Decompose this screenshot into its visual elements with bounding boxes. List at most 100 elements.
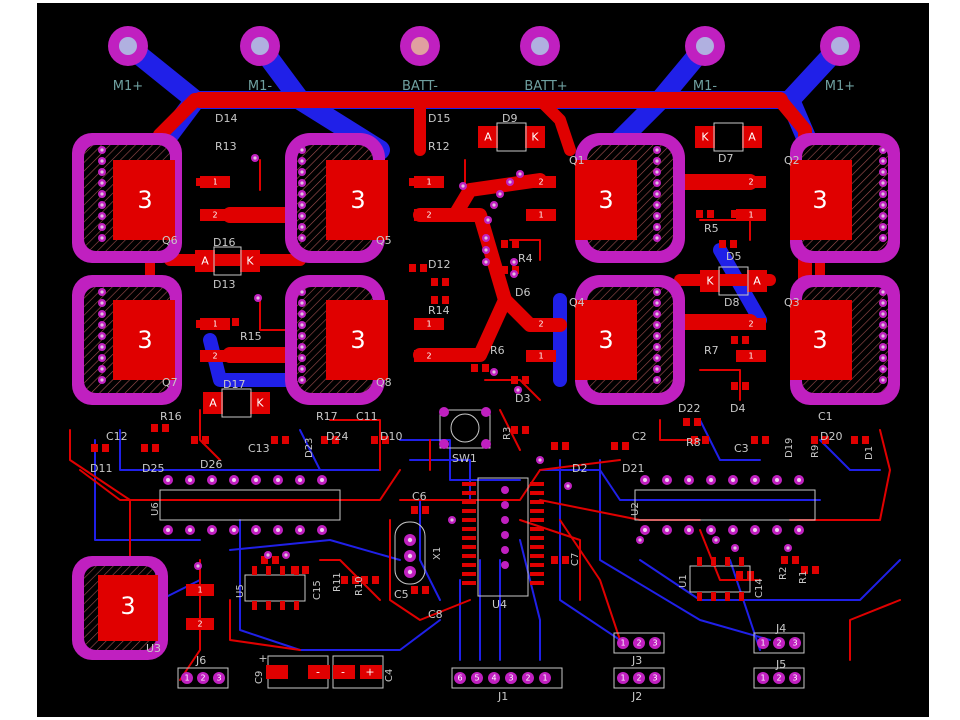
mosfet-via-hole [881,290,885,294]
smd-pad [332,436,339,444]
q5-pin2: 2 [426,211,431,220]
smd-pad [442,296,449,304]
header-pin-number: 1 [760,674,765,683]
via-hole [266,553,270,557]
smd-pad [420,264,427,272]
header-pin [488,672,500,684]
ic-outlines: 3 1 2 - - + + [72,409,816,689]
header-pin [454,672,466,684]
header-pin-number: 6 [457,674,462,683]
mosfet-via-hole [100,367,104,371]
mosfet-via-hole [881,236,885,240]
smd-pad [512,266,519,274]
q7-pad-label: 3 [137,326,152,354]
label-d10: D10 [380,430,402,443]
ic-pin-hole [276,528,280,532]
mosfet-footprints [72,133,900,405]
label-c11: C11 [356,410,378,423]
u1-pad [697,557,702,566]
smd-pad [736,571,743,579]
label-q4: Q4 [569,296,585,309]
header-pin [757,637,769,649]
smd-pad [522,426,529,434]
via-hole [492,370,496,374]
label-r12: R12 [428,140,450,153]
mosfet-via-hole [300,192,304,196]
via-hole [461,184,465,188]
mosfet-via-hole [881,170,885,174]
label-r16: R16 [160,410,182,423]
ic-pin-hole [320,478,324,482]
label-j1: J1 [497,690,508,703]
smd-pad [781,556,788,564]
q2-pin2: 2 [748,178,753,187]
label-sw1: SW1 [452,452,477,465]
mosfet-via-arrays [98,146,887,384]
mosfet-via-hole [881,214,885,218]
label-x1: X1 [432,547,443,560]
label-r11: R11 [332,572,343,592]
ic-pin-hole [665,528,669,532]
u1-pad [711,592,716,601]
u4-pad [462,572,476,576]
u4-via [501,531,509,539]
mosfet-via-hole [881,225,885,229]
connector-headers [177,632,805,689]
header-pin [649,672,661,684]
label-d4: D4 [730,402,745,415]
label-d14: D14 [215,112,237,125]
u5-pad [266,601,271,610]
label-d9: D9 [502,112,517,125]
u5-pad [280,601,285,610]
mosfet-via-hole [100,345,104,349]
mosfet-via-hole [881,203,885,207]
label-d23: D23 [304,438,315,458]
u1-pad [739,557,744,566]
smd-pad [141,444,148,452]
via-hole [484,248,488,252]
label-r5: R5 [704,222,719,235]
label-r4: R4 [518,252,533,265]
smd-pad [683,418,690,426]
via-hole [733,546,737,550]
label-d22: D22 [678,402,700,415]
ic-pin-hole [166,528,170,532]
ic-pin-hole [188,528,192,532]
label-q3: Q3 [784,296,800,309]
header-pin [633,637,645,649]
header-pin-number: 2 [776,639,781,648]
label-d7: D7 [718,152,733,165]
label-j3: J3 [631,654,642,667]
mosfet-via-hole [100,301,104,305]
mosfet-via-hole [100,148,104,152]
u3-pad-label: 3 [120,592,135,620]
silkscreen-labels: Q6 Q5 Q7 Q8 Q1 Q2 Q4 Q3 D14 D15 D9 D7 D1… [90,112,875,703]
q5-pad-label: 3 [350,186,365,214]
smd-pad [731,382,738,390]
ic-pin-hole [210,478,214,482]
q3-pad-label: 3 [812,326,827,354]
label-d12: D12 [428,258,450,271]
x1-pin-hole [407,553,413,559]
smd-pad [731,336,738,344]
d7-anode: A [748,131,756,144]
smd-pad [321,436,328,444]
label-u6: U6 [150,502,161,516]
smd-pad [221,318,228,326]
smd-pad [511,426,518,434]
label-d20: D20 [820,430,842,443]
label-u2: U2 [630,502,641,516]
smd-pad [431,278,438,286]
header-pin-number: 4 [491,674,496,683]
smd-pad [422,586,429,594]
smd-pad [811,436,818,444]
via-hole [492,203,496,207]
via-hole [450,518,454,522]
mosfet-via-hole [881,334,885,338]
smd-pad [822,436,829,444]
header-pin-number: 2 [636,674,641,683]
mosfet-via-hole [655,159,659,163]
ic-pin-hole [210,528,214,532]
label-d6: D6 [515,286,530,299]
u1-body [689,565,751,593]
